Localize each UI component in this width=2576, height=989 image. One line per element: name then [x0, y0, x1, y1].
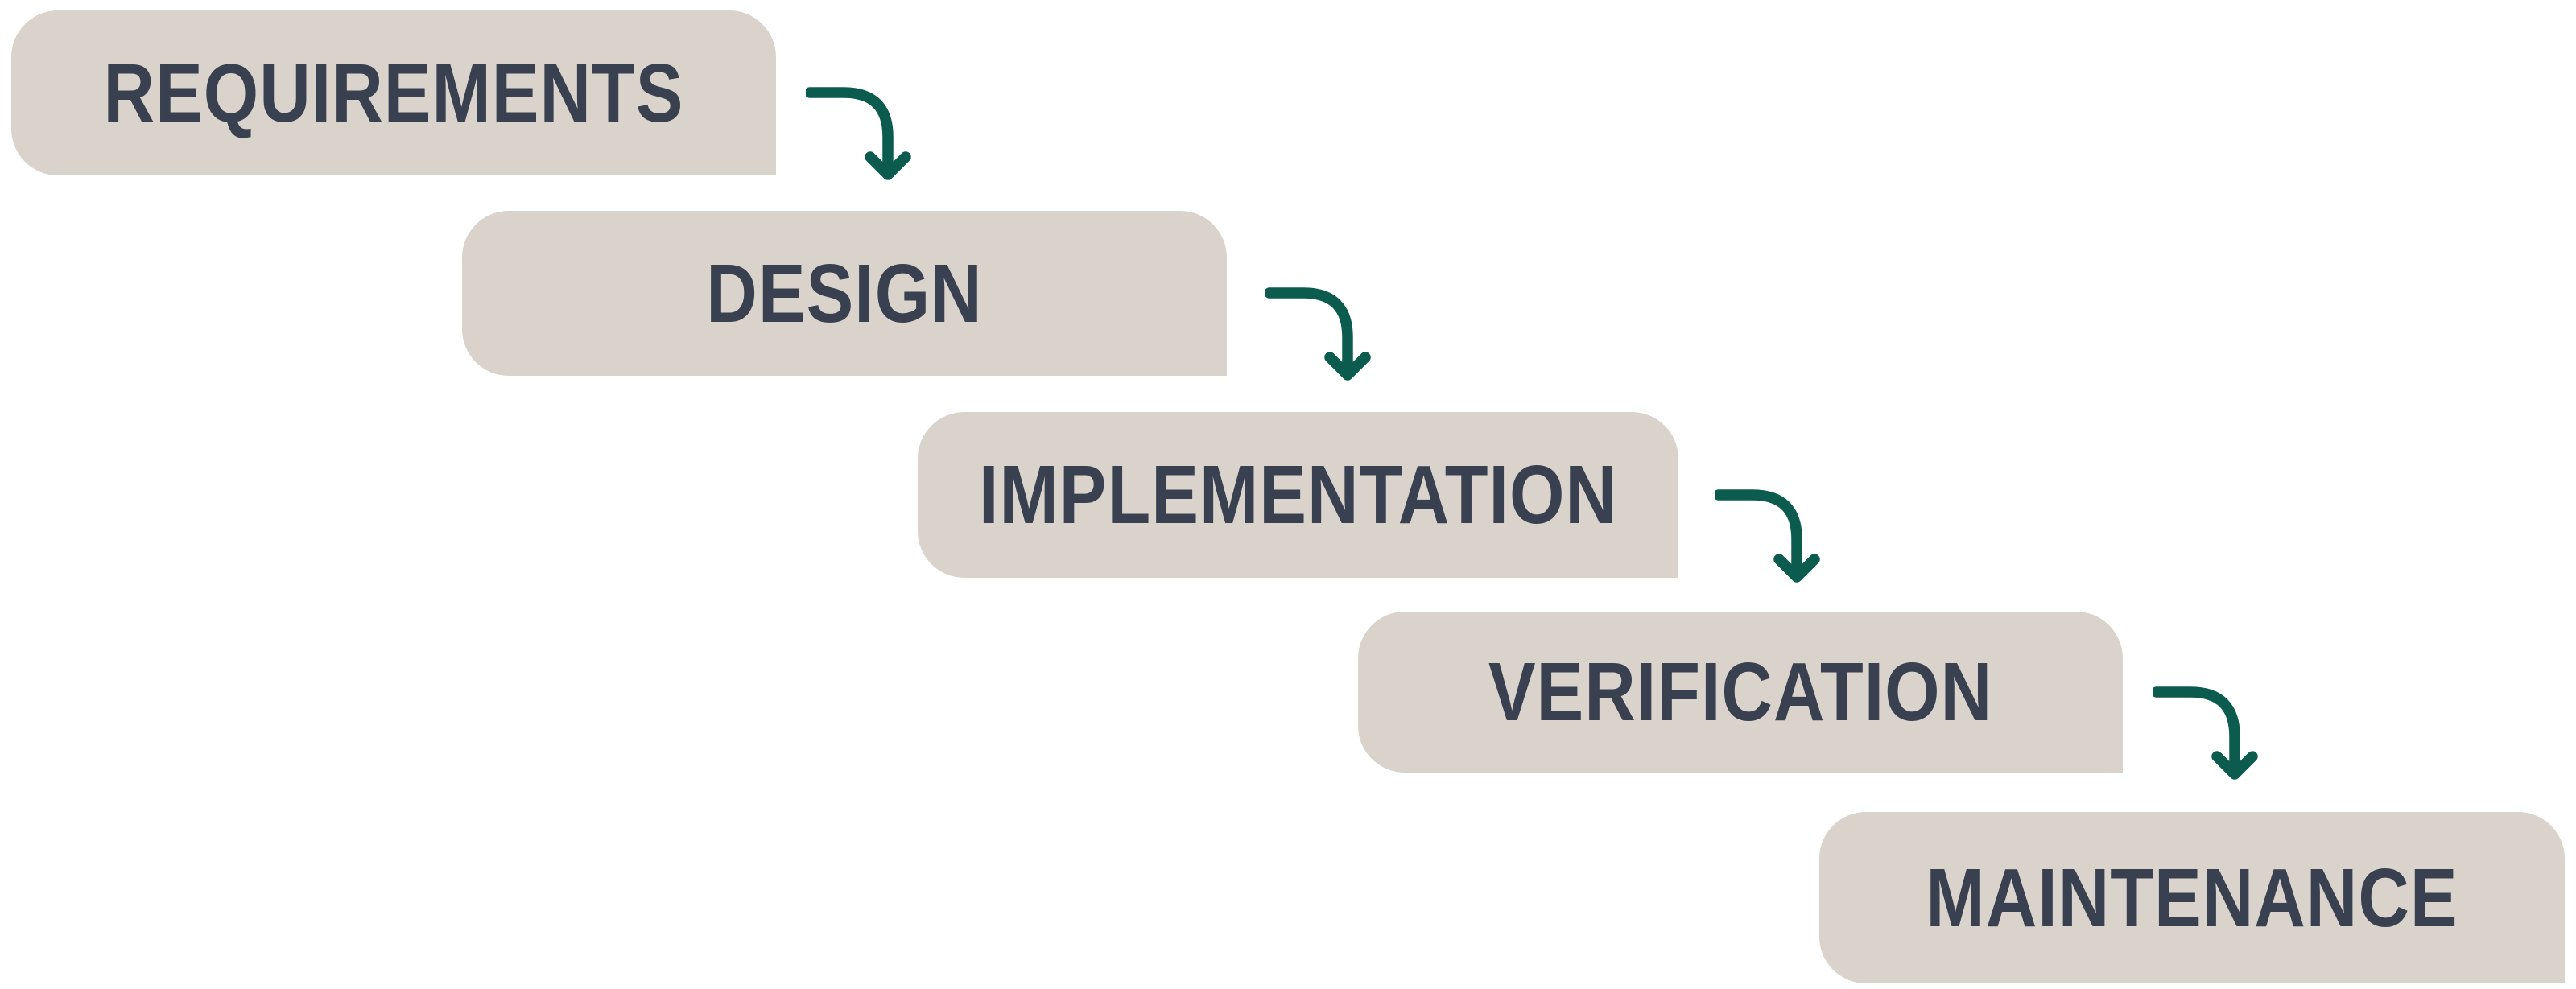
stage-box-verification: VERIFICATION	[1358, 612, 2123, 773]
stage-label-maintenance: MAINTENANCE	[1926, 851, 2458, 944]
stage-box-requirements: REQUIREMENTS	[11, 10, 776, 175]
stage-label-verification: VERIFICATION	[1488, 645, 1993, 739]
stage-box-implementation: IMPLEMENTATION	[918, 412, 1678, 578]
curved-down-right-arrow-icon	[806, 85, 919, 187]
stage-label-requirements: REQUIREMENTS	[103, 46, 684, 139]
stage-label-implementation: IMPLEMENTATION	[979, 447, 1617, 542]
curved-down-right-arrow-icon	[2153, 685, 2265, 786]
curved-down-right-arrow-icon	[1715, 488, 1827, 589]
stage-box-maintenance: MAINTENANCE	[1819, 812, 2565, 983]
stage-box-design: DESIGN	[462, 211, 1227, 376]
stage-label-design: DESIGN	[706, 246, 983, 340]
curved-down-right-arrow-icon	[1265, 286, 1378, 387]
